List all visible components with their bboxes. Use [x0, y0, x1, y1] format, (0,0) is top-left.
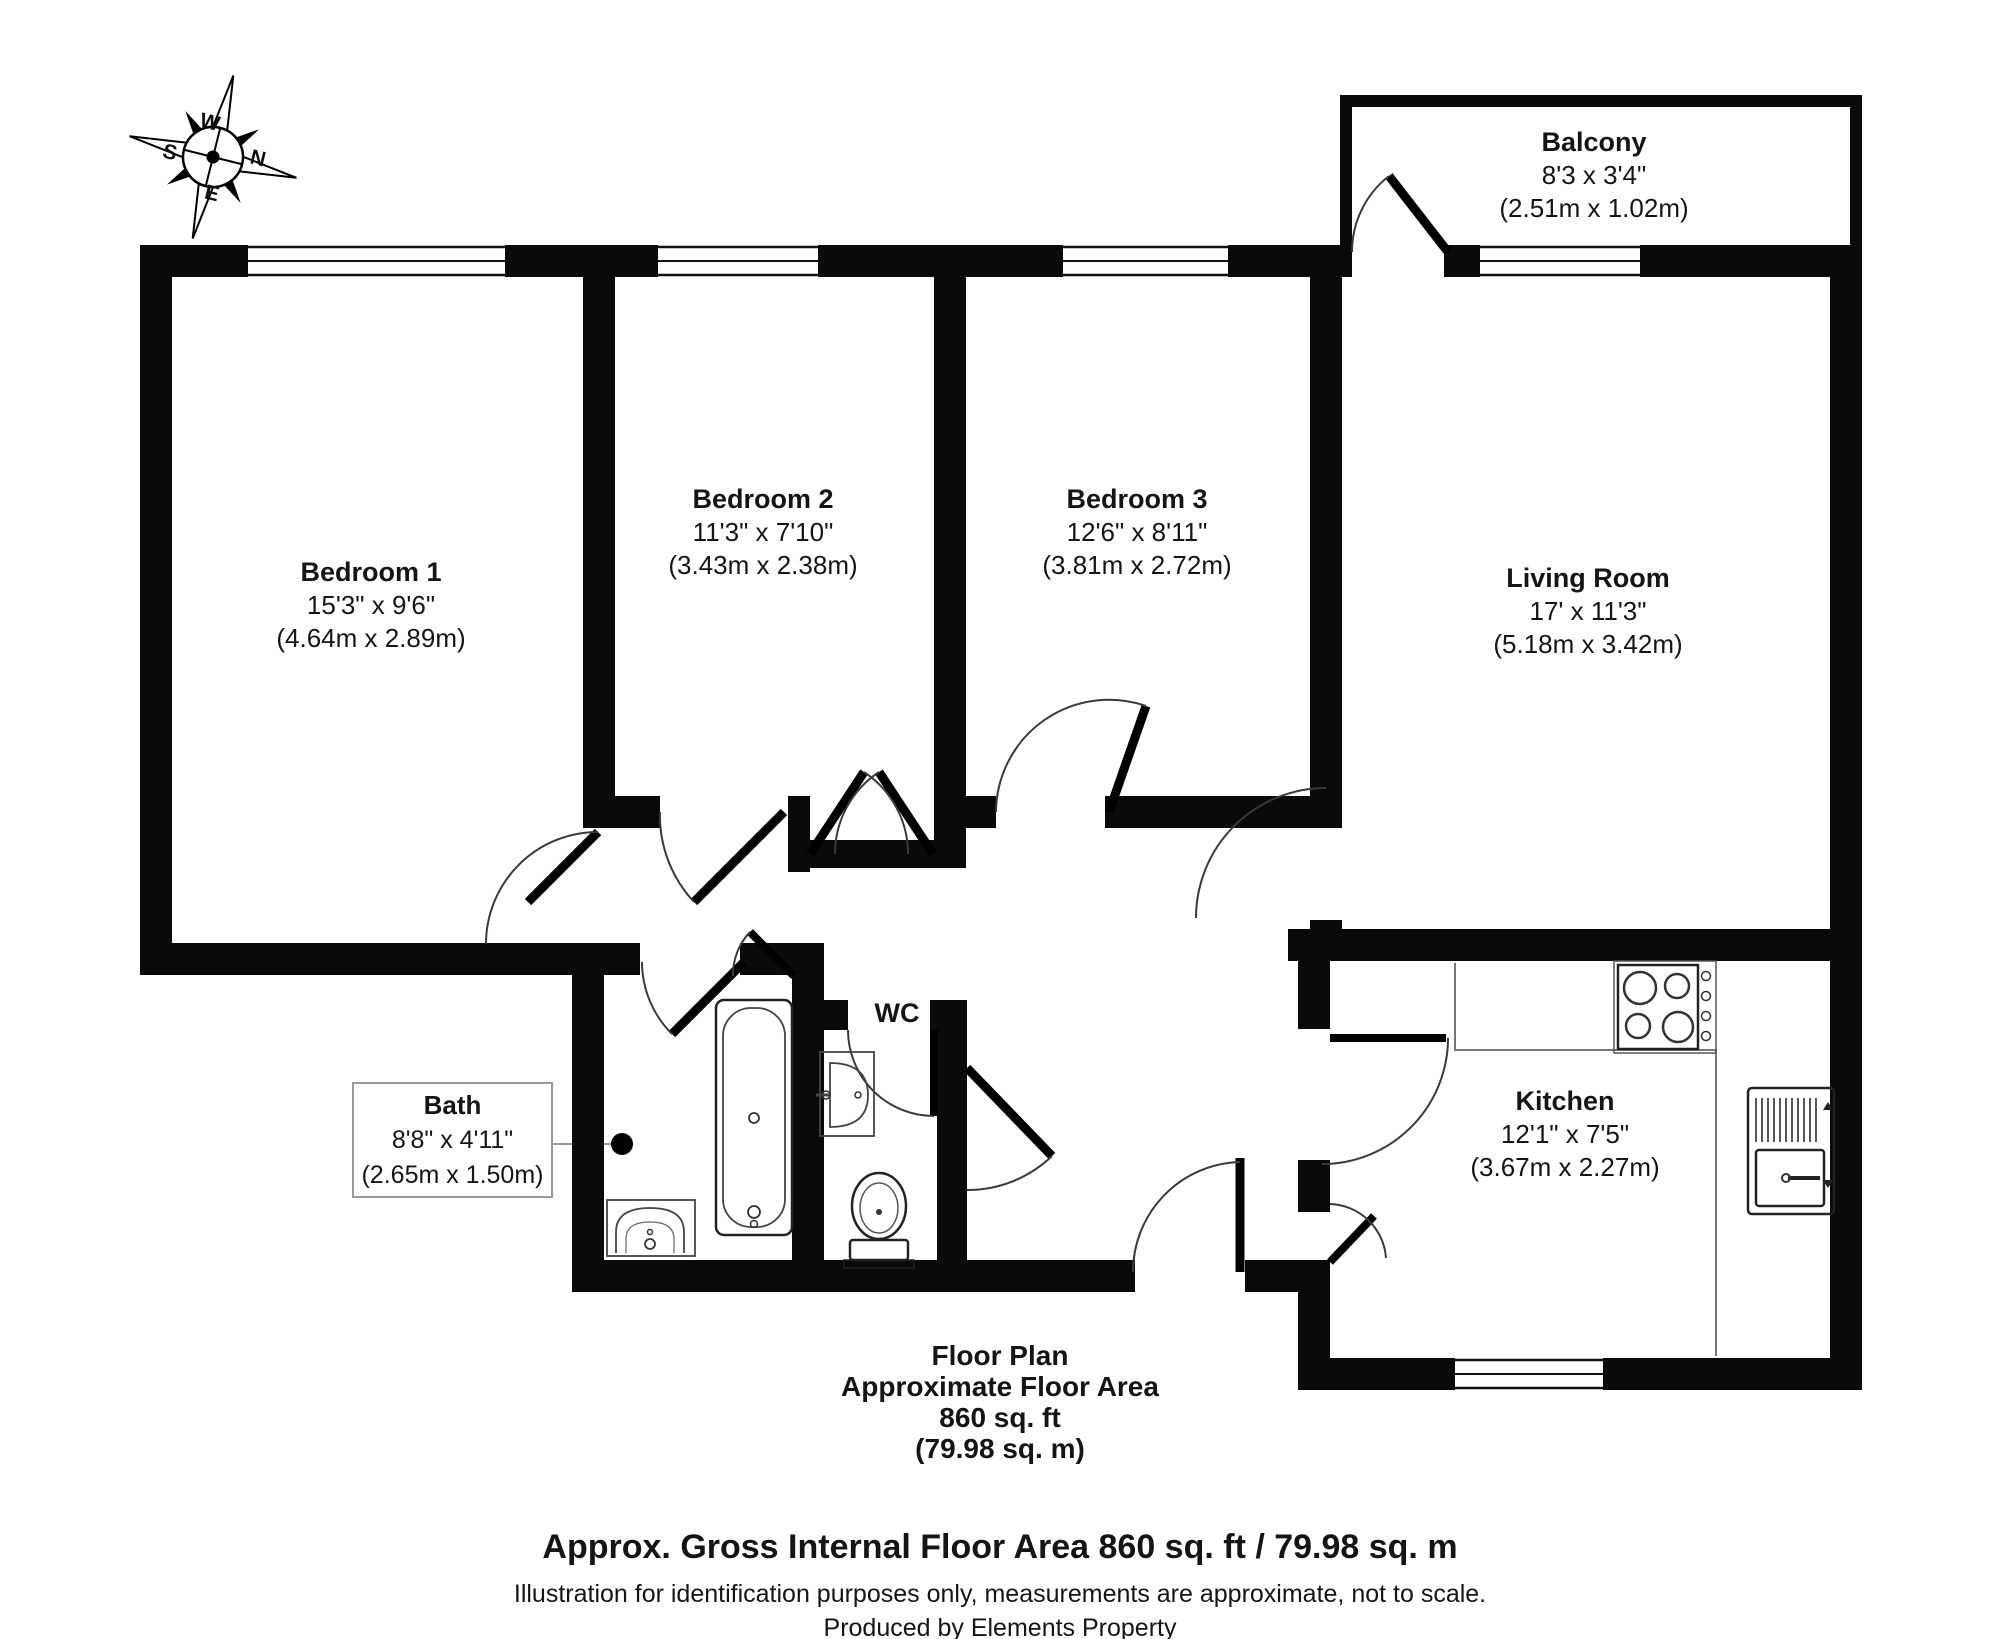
label-wc: WC	[874, 998, 920, 1028]
room-name: Bedroom 2	[692, 484, 834, 514]
room-dims-metric: (2.51m x 1.02m)	[1499, 193, 1689, 223]
hall-cupboard-door	[731, 929, 797, 979]
compass-east: E	[202, 181, 221, 207]
doors	[485, 173, 1452, 1273]
wall-hall-top-b	[1105, 796, 1342, 828]
bath-leader-dot	[611, 1133, 633, 1155]
windows	[248, 245, 1640, 1390]
room-dims-metric: (2.65m x 1.50m)	[361, 1161, 544, 1189]
wall-bath-top-a	[572, 943, 640, 975]
hob-icon	[1613, 960, 1717, 1054]
fixtures	[606, 960, 1836, 1356]
room-name: Kitchen	[1515, 1086, 1615, 1116]
floor-area-summary: Floor Plan Approximate Floor Area 860 sq…	[841, 1340, 1159, 1464]
room-dims-imperial: 8'3 x 3'4"	[1541, 160, 1647, 190]
room-dims-imperial: 15'3" x 9'6"	[306, 590, 436, 620]
balcony-door-gap	[1352, 245, 1444, 277]
summary-line3: 860 sq. ft	[939, 1402, 1061, 1433]
wall-wc-right	[937, 1030, 967, 1260]
room-name: Living Room	[1506, 563, 1670, 593]
kitchen-sink-icon	[1746, 1086, 1836, 1216]
label-bedroom3: Bedroom 3 12'6" x 8'11" (3.81m x 2.72m)	[1042, 483, 1231, 582]
wall-balcony-left	[1340, 95, 1352, 245]
room-name: Balcony	[1541, 127, 1647, 157]
wall-balcony-right	[1850, 95, 1862, 245]
room-name: Bath	[423, 1090, 482, 1120]
label-bedroom1: Bedroom 1 15'3" x 9'6" (4.64m x 2.89m)	[276, 556, 465, 655]
wall-wc-top-a	[792, 1000, 848, 1030]
bedroom1-door	[485, 828, 602, 945]
wall-right	[1830, 245, 1862, 1390]
footer-disclaimer: Illustration for identification purposes…	[513, 1580, 1487, 1608]
label-kitchen: Kitchen 12'1" x 7'5" (3.67m x 2.27m)	[1470, 1085, 1659, 1184]
compass-north: N	[248, 145, 268, 171]
wall-hall-top-a	[583, 796, 660, 828]
compass-south: S	[160, 140, 179, 166]
room-name: Bedroom 1	[300, 557, 442, 587]
compass-icon: W N E S	[129, 75, 297, 239]
summary-line2: Approximate Floor Area	[841, 1371, 1159, 1402]
bedroom2-double-doors	[806, 769, 937, 857]
wall-wc-top-b	[930, 1000, 967, 1030]
kitchen-counter	[1454, 963, 1717, 1356]
wall-bed2-bed3-divider	[934, 245, 966, 868]
wall-bathwc-bottom	[572, 1260, 1135, 1292]
bathtub-icon	[714, 998, 794, 1237]
wall-livingroom-left-stub	[1310, 780, 1342, 813]
room-dims-imperial: 11'3" x 7'10"	[692, 517, 834, 547]
bedroom3-door	[995, 698, 1151, 814]
window-bedroom3	[1063, 245, 1228, 277]
kitchen-small-door	[1327, 1203, 1387, 1265]
wall-kitchen-left-b	[1298, 1160, 1330, 1212]
wall-bed1-bottom	[140, 943, 604, 975]
summary-line4: (79.98 sq. m)	[915, 1433, 1085, 1464]
room-dims-metric: (4.64m x 2.89m)	[276, 623, 466, 653]
footer-title: Approx. Gross Internal Floor Area 860 sq…	[542, 1528, 1458, 1566]
window-kitchen	[1455, 1358, 1603, 1390]
footer-credit: Produced by Elements Property	[823, 1614, 1177, 1639]
room-dims-imperial: 8'8" x 4'11"	[391, 1126, 514, 1154]
label-bedroom2: Bedroom 2 11'3" x 7'10" (3.43m x 2.38m)	[668, 483, 857, 582]
room-dims-metric: (3.67m x 2.27m)	[1470, 1152, 1660, 1182]
walls	[140, 95, 1862, 1390]
room-dims-metric: (5.18m x 3.42m)	[1493, 629, 1683, 659]
balcony-door	[1350, 173, 1452, 255]
bath-door	[641, 958, 748, 1038]
wall-wc-left	[792, 943, 824, 1260]
window-bedroom1	[248, 245, 505, 277]
room-dims-metric: (3.43m x 2.38m)	[668, 550, 858, 580]
wall-bath-left	[572, 943, 604, 1292]
bath-sink-icon	[606, 1199, 696, 1257]
wall-kitchen-top	[1288, 929, 1862, 961]
hall-inner-door	[963, 1064, 1056, 1192]
toilet-icon	[843, 1171, 915, 1269]
room-dims-imperial: 12'1" x 7'5"	[1500, 1119, 1630, 1149]
room-dims-imperial: 17' x 11'3"	[1529, 596, 1647, 626]
wall-balcony-top	[1340, 95, 1862, 107]
wall-left	[140, 245, 172, 975]
bedroom1-hall-door	[658, 808, 788, 906]
room-name: Bedroom 3	[1066, 484, 1208, 514]
room-dims-imperial: 12'6" x 8'11"	[1066, 517, 1208, 547]
label-bath-box: Bath 8'8" x 4'11" (2.65m x 1.50m)	[352, 1082, 553, 1198]
room-dims-metric: (3.81m x 2.72m)	[1042, 550, 1232, 580]
wc-sink-icon	[816, 1051, 875, 1137]
label-living-room: Living Room 17' x 11'3" (5.18m x 3.42m)	[1493, 562, 1682, 661]
living-room-door	[1195, 787, 1327, 919]
wall-livingroom-left	[1310, 245, 1342, 780]
wall-bed3-stub	[934, 796, 996, 828]
wall-bed1-bed2-divider	[583, 245, 615, 796]
label-balcony: Balcony 8'3 x 3'4" (2.51m x 1.02m)	[1499, 126, 1688, 225]
summary-line1: Floor Plan	[931, 1340, 1069, 1371]
window-balcony	[1480, 245, 1640, 277]
kitchen-door	[1321, 1034, 1449, 1165]
entrance-door	[1132, 1158, 1245, 1273]
wall-kitchen-left-a	[1298, 929, 1330, 1029]
window-bedroom2	[658, 245, 818, 277]
